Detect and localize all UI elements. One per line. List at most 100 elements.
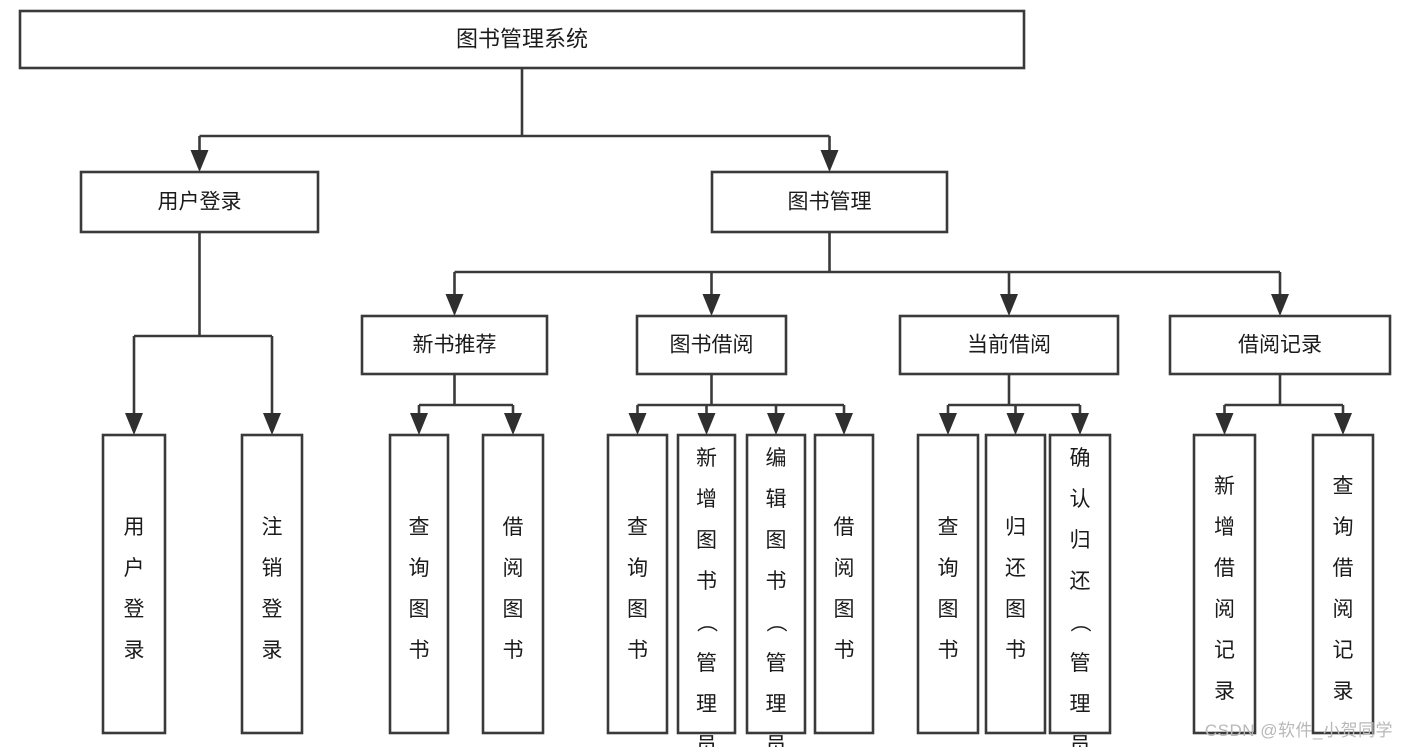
svg-text:理: 理 [766, 693, 787, 716]
svg-text:管: 管 [766, 652, 787, 675]
svg-text:借: 借 [834, 516, 855, 539]
leaf-box-查询图书-4 [606, 433, 669, 735]
svg-text:记: 记 [1214, 639, 1235, 662]
svg-text:记: 记 [1333, 639, 1354, 662]
svg-text:确: 确 [1070, 447, 1091, 470]
svg-text:借: 借 [1214, 557, 1235, 580]
node-图书管理[interactable]: 图书管理 [710, 170, 949, 234]
arrow-head-icon-leaf-图书借阅-1 [697, 413, 716, 435]
arrow-head-icon-leaf-当前借阅-1 [1006, 413, 1025, 435]
svg-text:阅: 阅 [834, 557, 855, 580]
node-借阅记录[interactable]: 借阅记录 [1168, 314, 1392, 376]
node-label-图书管理: 图书管理 [788, 191, 872, 214]
svg-text:编: 编 [766, 447, 787, 470]
svg-text:图: 图 [696, 529, 717, 552]
leaf-box-新增借阅记录-11 [1192, 433, 1257, 735]
arrow-head-icon-leaf-图书借阅-3 [835, 413, 853, 435]
leaf-box-查询图书-8 [916, 433, 980, 735]
svg-text:辑: 辑 [766, 488, 787, 511]
arrow-head-icon-leaf-借阅记录-0 [1215, 413, 1234, 435]
svg-text:理: 理 [1070, 693, 1091, 716]
svg-text:询: 询 [627, 557, 648, 580]
arrow-head-icon-leaf-借阅记录-1 [1334, 413, 1352, 435]
arrow-head-icon-leaf-用户登录-0 [125, 413, 143, 435]
node-图书管理系统[interactable]: 图书管理系统 [18, 9, 1026, 70]
leaf-node-用户登录-0[interactable]: 用户登录 [101, 433, 167, 735]
svg-text:新: 新 [1214, 475, 1235, 498]
svg-text:归: 归 [1070, 529, 1091, 552]
svg-text:书: 书 [627, 639, 648, 662]
node-layer: 图书管理系统用户登录图书管理新书推荐图书借阅当前借阅借阅记录用户登录注销登录查询… [18, 9, 1392, 747]
svg-text:书: 书 [503, 639, 524, 662]
node-box-当前借阅 [898, 314, 1120, 376]
svg-text:图: 图 [766, 529, 787, 552]
connector-layer [125, 68, 1352, 435]
node-label-用户登录: 用户登录 [158, 191, 242, 214]
svg-text:借: 借 [503, 516, 524, 539]
node-box-图书管理系统 [18, 9, 1026, 70]
leaf-box-用户登录-0 [101, 433, 167, 735]
svg-text:借: 借 [1333, 557, 1354, 580]
leaf-box-查询借阅记录-12 [1311, 433, 1375, 735]
arrow-head-icon-level3-0 [445, 294, 464, 316]
arrow-head-icon-level3-2 [1000, 294, 1018, 316]
leaf-box-编辑图书管理员-6 [745, 433, 807, 735]
svg-text:员: 员 [1070, 734, 1091, 747]
node-新书推荐[interactable]: 新书推荐 [360, 314, 549, 376]
node-label-当前借阅: 当前借阅 [967, 334, 1051, 357]
node-用户登录[interactable]: 用户登录 [79, 170, 320, 234]
svg-text:阅: 阅 [1333, 598, 1354, 621]
arrow-head-icon-level3-1 [702, 294, 721, 316]
node-label-图书管理系统: 图书管理系统 [456, 26, 588, 51]
svg-text:录: 录 [262, 639, 283, 662]
node-当前借阅[interactable]: 当前借阅 [898, 314, 1120, 376]
node-label-图书借阅: 图书借阅 [670, 334, 754, 357]
svg-text:图: 图 [834, 598, 855, 621]
node-box-新书推荐 [360, 314, 549, 376]
svg-text:录: 录 [1333, 680, 1354, 703]
svg-text:图: 图 [938, 598, 959, 621]
svg-text:图: 图 [1005, 598, 1026, 621]
svg-text:还: 还 [1005, 557, 1026, 580]
leaf-label-用户登录-0: 用户登录 [124, 516, 145, 662]
svg-text:书: 书 [766, 570, 787, 593]
svg-text:新: 新 [696, 447, 717, 470]
leaf-box-借阅图书-3 [481, 433, 545, 735]
svg-text:询: 询 [409, 557, 430, 580]
svg-text:查: 查 [1333, 475, 1354, 498]
arrow-head-icon-leaf-新书推荐-0 [410, 413, 428, 435]
svg-text:录: 录 [1214, 680, 1235, 703]
node-图书借阅[interactable]: 图书借阅 [635, 314, 788, 376]
svg-text:员: 员 [696, 734, 717, 747]
svg-text:阅: 阅 [1214, 598, 1235, 621]
node-label-借阅记录: 借阅记录 [1238, 334, 1322, 357]
leaf-box-查询图书-2 [388, 433, 450, 735]
node-box-用户登录 [79, 170, 320, 234]
node-label-新书推荐: 新书推荐 [413, 334, 497, 357]
arrow-head-icon-leaf-图书借阅-2 [767, 413, 785, 435]
svg-text:管: 管 [1070, 652, 1091, 675]
arrow-head-icon-level2-0 [190, 150, 209, 172]
svg-text:归: 归 [1005, 516, 1026, 539]
